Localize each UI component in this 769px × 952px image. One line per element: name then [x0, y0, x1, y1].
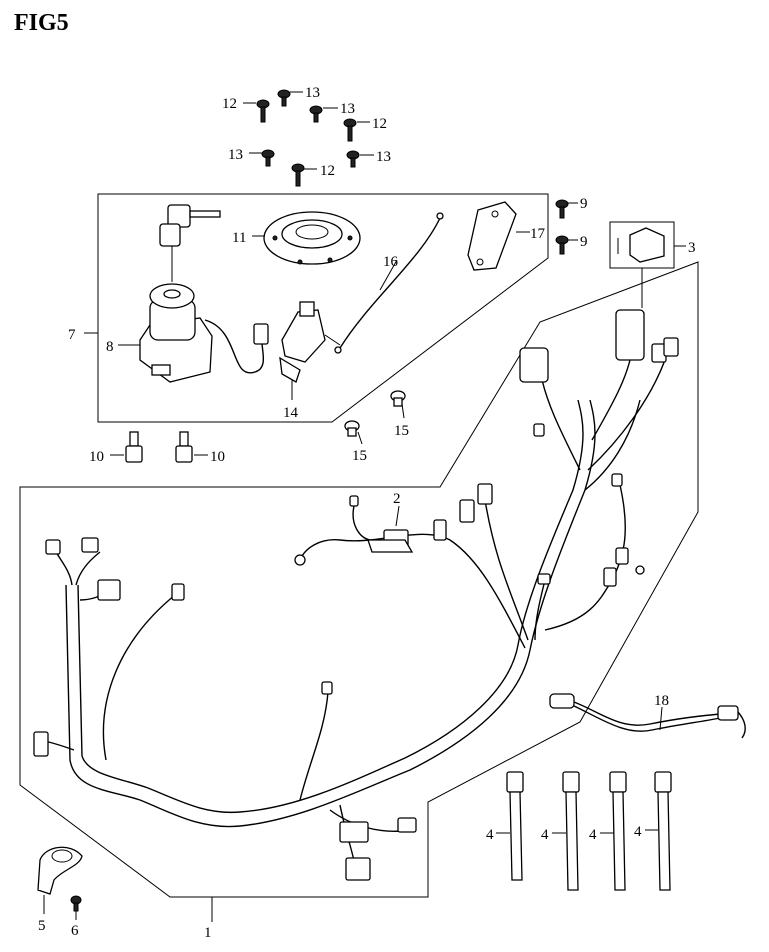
label-part-3: 3 — [688, 240, 696, 256]
label-part-14: 14 — [283, 405, 299, 421]
label-part-17: 17 — [530, 226, 546, 242]
label-part-15-a: 15 — [352, 448, 367, 464]
bolt-10-a — [125, 431, 143, 463]
cable-tie-4-a — [506, 771, 524, 881]
label-part-4-a: 4 — [486, 827, 494, 843]
label-part-4-b: 4 — [541, 827, 549, 843]
label-part-12-b: 12 — [372, 116, 387, 132]
label-part-6: 6 — [71, 923, 79, 939]
fuel-cap-part-11 — [263, 211, 361, 265]
label-part-13-b: 13 — [340, 101, 355, 117]
screw-13-c — [261, 149, 275, 167]
label-part-9-b: 9 — [580, 234, 588, 250]
screw-13-b — [309, 105, 323, 123]
cable-tie-4-c — [609, 771, 627, 891]
cable-tie-4-d — [654, 771, 672, 891]
relay-part-3 — [609, 221, 686, 308]
screw-13-d — [346, 150, 360, 168]
label-part-11: 11 — [232, 230, 246, 246]
label-part-15-b: 15 — [394, 423, 409, 439]
label-part-8: 8 — [106, 339, 114, 355]
label-part-4-d: 4 — [634, 824, 642, 840]
clamp-part-5 — [37, 846, 83, 895]
label-part-12-a: 12 — [222, 96, 237, 112]
screw-12-c — [291, 163, 305, 187]
sub-harness-part-18 — [549, 693, 746, 739]
bolt-15-b — [390, 390, 406, 407]
ignition-group-box — [97, 193, 549, 423]
label-part-13-c: 13 — [228, 147, 243, 163]
label-part-13-d: 13 — [376, 149, 391, 165]
label-part-10-a: 10 — [89, 449, 104, 465]
label-part-2: 2 — [393, 491, 401, 507]
seat-lock-part-14 — [279, 301, 341, 383]
figure-title: FIG5 — [14, 10, 69, 36]
seat-cable-part-16 — [334, 212, 444, 354]
bolt-10-b — [175, 431, 193, 463]
bolt-15-a — [344, 420, 360, 437]
latch-part-17 — [467, 201, 517, 271]
label-part-1: 1 — [204, 925, 212, 941]
label-part-7: 7 — [68, 327, 76, 343]
screw-12-b — [343, 118, 357, 142]
screw-12-a — [256, 99, 270, 123]
cable-tie-4-b — [562, 771, 580, 891]
screw-13-a — [277, 89, 291, 107]
harness-group-box — [19, 261, 699, 898]
label-part-9-a: 9 — [580, 196, 588, 212]
screw-9-b — [555, 235, 569, 255]
label-part-16: 16 — [383, 254, 399, 270]
label-part-13-a: 13 — [305, 85, 320, 101]
label-part-12-c: 12 — [320, 163, 335, 179]
label-part-5: 5 — [38, 918, 46, 934]
label-part-10-b: 10 — [210, 449, 225, 465]
key-icon — [159, 204, 221, 282]
label-part-18: 18 — [654, 693, 669, 709]
label-part-4-c: 4 — [589, 827, 597, 843]
screw-part-6 — [70, 895, 82, 912]
screw-9-a — [555, 199, 569, 219]
ignition-switch-part-8 — [139, 283, 269, 383]
main-harness-part-1 — [33, 309, 679, 881]
